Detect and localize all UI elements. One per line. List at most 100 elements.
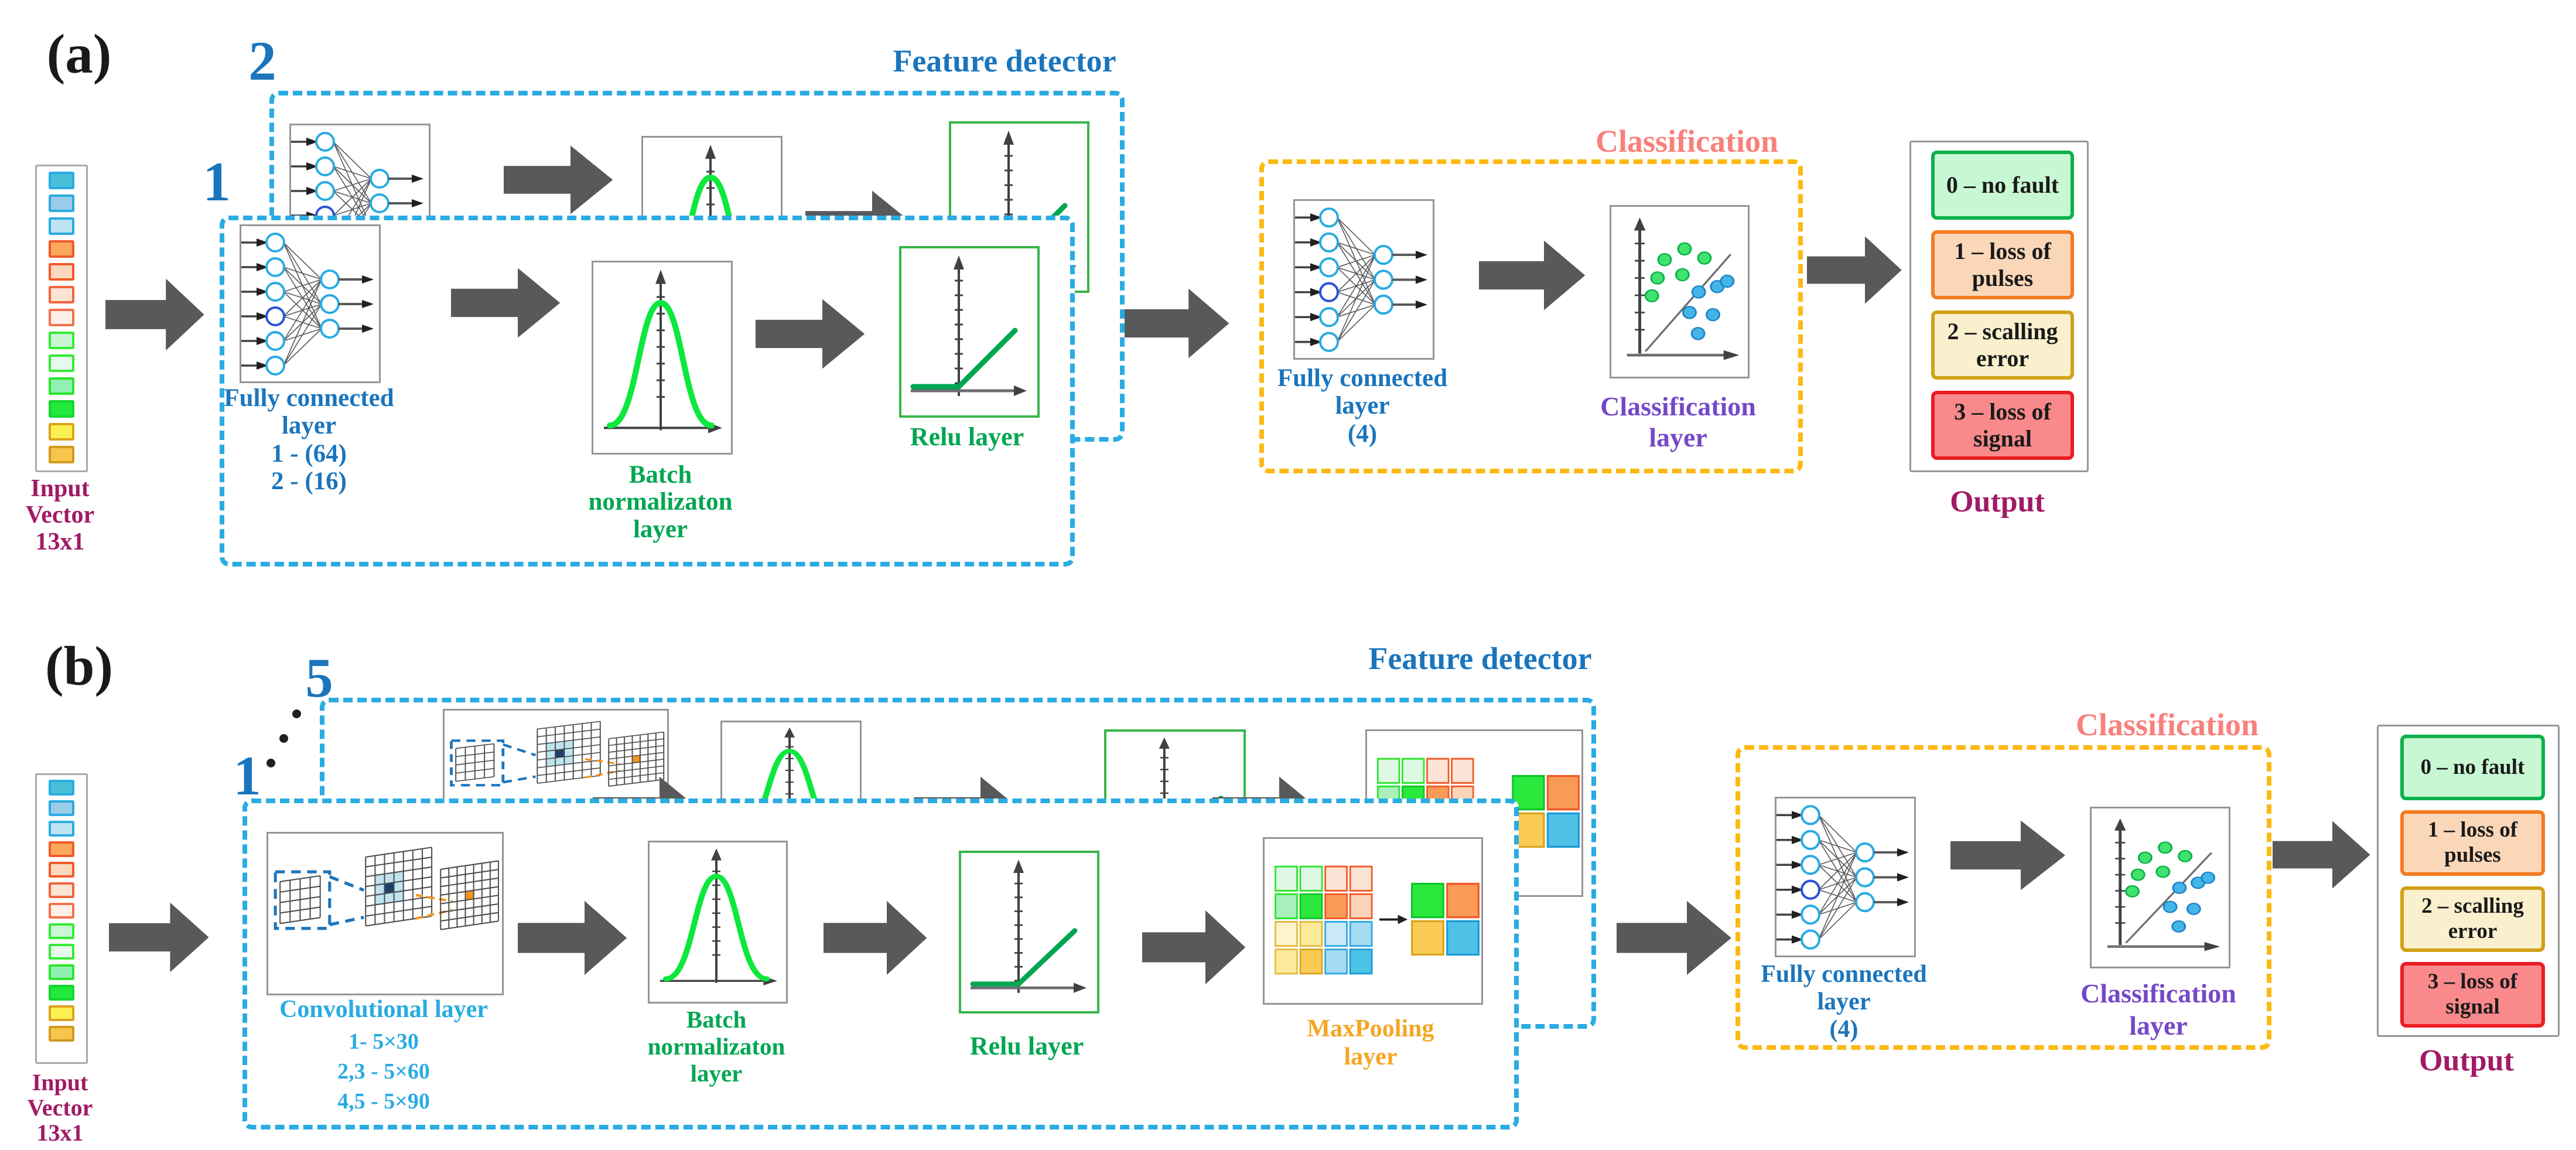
output-item-text: 1 – loss of [1954, 238, 2051, 264]
classifier-caption-a: Classification layer [1581, 391, 1775, 453]
fc-caption-a: Fully connected layer 1 - (64) 2 - (16) [223, 384, 395, 495]
caption-line: Vector [27, 1094, 93, 1121]
caption-line: layer [1649, 422, 1707, 452]
input-cell [49, 172, 74, 189]
arrow-fc4-to-classifier-a [1479, 237, 1587, 313]
batchnorm-caption-b: Batch normalizaton layer [620, 1006, 813, 1087]
arrow-classification-to-output-b [2273, 818, 2372, 892]
panel-b-label: (b) [45, 635, 114, 697]
caption-line: Fully connected [224, 384, 394, 412]
caption-line: Vector [25, 501, 95, 529]
arrow-input-to-fd-b [109, 899, 211, 975]
arrow-fd-to-classification-a [1125, 285, 1231, 361]
caption-line: Batch [686, 1006, 747, 1033]
arrow-relu-to-pool-b [1142, 907, 1248, 988]
input-cell [49, 944, 74, 960]
arrow-fc4-to-classifier-b [1950, 817, 2068, 893]
fc4-caption-a: Fully connected layer (4) [1275, 364, 1450, 448]
arrow-conv-to-bn-b [518, 898, 629, 978]
caption-line: Classification [2080, 978, 2236, 1008]
feature-detector-title-b: Feature detector [1368, 641, 1592, 676]
classification-title-a: Classification [1595, 124, 1778, 159]
input-cell [49, 194, 74, 212]
output-title-a: Output [1950, 485, 2045, 518]
output-item-text: 3 – loss of [2427, 970, 2518, 994]
caption-line: Batch [628, 461, 692, 489]
relu-caption-a: Relu layer [910, 422, 1024, 451]
fd-back-index-a: 2 [248, 30, 276, 92]
output-item-text: 0 – no fault [2420, 755, 2525, 779]
caption-line: 2 - (16) [271, 467, 347, 495]
input-cell [49, 964, 74, 980]
arrow-input-to-fd-a [105, 275, 206, 354]
input-cell [49, 862, 74, 878]
input-cell [49, 423, 74, 441]
caption-line: Input [30, 475, 90, 502]
output-item-text: 2 – scalling [1947, 318, 2058, 344]
maxpool-icon-b [1263, 837, 1483, 1005]
arrow-layer2-fc-bn-a [504, 142, 615, 217]
output-item-0: 0 – no fault [2400, 735, 2545, 800]
input-cell [49, 780, 74, 796]
arrow-bn-to-relu-a [756, 296, 867, 372]
input-vector-a-caption: Input Vector 13x1 [6, 475, 114, 555]
caption-line: layer [1817, 988, 1871, 1016]
classification-box-a [1259, 159, 1803, 473]
caption-line: MaxPooling [1307, 1015, 1434, 1042]
arrow-fc-to-bn-a [451, 265, 562, 341]
output-item-text: 1 – loss of [2427, 818, 2518, 842]
ellipsis-dot [267, 759, 275, 767]
input-cell [49, 841, 74, 857]
caption-line: (4) [1347, 419, 1378, 448]
output-item-text: 3 – loss of [1954, 398, 2051, 425]
output-item-text: 2 – scalling [2421, 894, 2524, 919]
input-cell [49, 354, 74, 372]
fc-icon-a [240, 224, 381, 383]
input-cell [49, 332, 74, 349]
batchnorm-icon-b [648, 841, 788, 1004]
arrow-classification-to-output-a [1807, 233, 1904, 307]
output-item-text: signal [2445, 995, 2500, 1019]
input-cell [49, 821, 74, 837]
input-cell [49, 400, 74, 418]
output-item-0: 0 – no fault [1931, 151, 2074, 220]
caption-line: Fully connected [1277, 364, 1448, 392]
output-item-text: pulses [2444, 843, 2501, 867]
caption-line: (4) [1829, 1016, 1858, 1043]
caption-line: 1 - (64) [271, 439, 347, 467]
arrow-fd-to-classification-b [1617, 898, 1734, 978]
caption-line: layer [1344, 1043, 1398, 1071]
caption-line: normalizaton [588, 488, 733, 516]
input-vector-b-caption: Input Vector 13x1 [6, 1070, 114, 1146]
caption-line: layer [1335, 392, 1390, 420]
classifier-icon-b [2090, 807, 2230, 968]
maxpool-caption-b: MaxPooling layer [1277, 1015, 1464, 1071]
input-cell [49, 377, 74, 395]
caption-line: Fully connected [1761, 961, 1927, 988]
ellipsis-dot [292, 709, 301, 718]
input-cell [49, 286, 74, 303]
caption-line: layer [2129, 1011, 2188, 1041]
input-cell [49, 1005, 74, 1021]
caption-line: layer [690, 1059, 743, 1087]
caption-line: layer [633, 515, 688, 543]
caption-line: normalizaton [647, 1032, 785, 1060]
input-vector-b [35, 773, 88, 1064]
panel-a-label: (a) [46, 23, 112, 85]
caption-line: layer [281, 412, 337, 440]
input-cell [49, 240, 74, 258]
caption-line: 13x1 [36, 1120, 84, 1146]
caption-line: 1- 5×30 [349, 1029, 419, 1055]
output-item-text: signal [1973, 425, 2032, 452]
caption-line: 4,5 - 5×90 [337, 1088, 430, 1114]
arrow-bn-to-relu-b [824, 898, 929, 978]
input-cell [49, 263, 74, 281]
batchnorm-caption-a: Batch normalizaton layer [562, 461, 759, 543]
input-cell [49, 903, 74, 919]
caption-line: 2,3 - 5×60 [337, 1059, 430, 1084]
input-cell [49, 309, 74, 326]
